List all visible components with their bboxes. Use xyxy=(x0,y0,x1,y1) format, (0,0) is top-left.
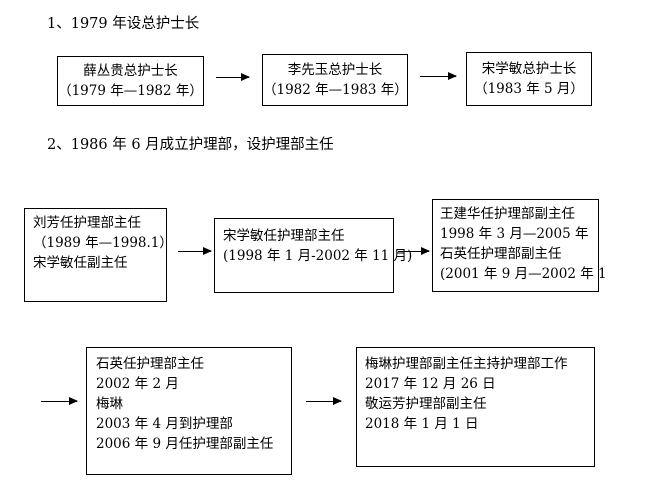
flow-box-shi-ying: 石英任护理部主任 2002 年 2 月 梅琳 2003 年 4 月到护理部 20… xyxy=(86,347,292,475)
box-line: （1979 年—1982 年） xyxy=(58,83,203,99)
section1-heading: 1、1979 年设总护士长 xyxy=(47,16,200,32)
box-line: (2001 年 9 月—2002 年 1 xyxy=(440,266,607,282)
box-line: 宋学敏总护士长 xyxy=(481,61,577,77)
section2-heading: 2、1986 年 6 月成立护理部，设护理部主任 xyxy=(47,137,334,153)
box-line: （1982 年—1983 年） xyxy=(263,82,408,98)
box-line: 李先玉总护士长 xyxy=(287,62,383,78)
flow-box-liu-fang: 刘芳任护理部主任 （1989 年—1998.1） 宋学敏任副主任 xyxy=(24,208,173,302)
box-line: 石英任护理部主任 xyxy=(96,356,204,372)
flow-box-mei-lin: 梅琳护理部副主任主持护理部工作 2017 年 12 月 26 日 敬运芳护理部副… xyxy=(356,347,595,467)
flow-box-song-xuemin-director: 宋学敏任护理部主任 (1998 年 1 月-2002 年 11 月) xyxy=(214,218,413,293)
box-line: 2017 年 12 月 26 日 xyxy=(365,376,496,392)
box-line: 王建华任护理部副主任 xyxy=(440,206,575,222)
flow-arrow xyxy=(41,397,78,405)
box-line: 薛丛贵总护士长 xyxy=(83,63,178,79)
box-line: 梅琳 xyxy=(96,396,123,412)
box-line: 梅琳护理部副主任主持护理部工作 xyxy=(365,356,568,372)
flow-box-song-xuemin: 宋学敏总护士长 （1983 年 5 月） xyxy=(466,52,592,106)
box-line: 宋学敏任护理部主任 xyxy=(223,228,345,244)
box-line: 敬运芳护理部副主任 xyxy=(365,396,487,412)
flow-arrow xyxy=(306,397,342,405)
flow-box-li-xianyu: 李先玉总护士长 （1982 年—1983 年） xyxy=(262,54,408,106)
box-line: 2006 年 9 月任护理部副主任 xyxy=(96,436,274,452)
box-line: 宋学敏任副主任 xyxy=(33,255,128,271)
box-line: 石英任护理部副主任 xyxy=(440,246,562,262)
flow-arrow xyxy=(398,247,430,255)
flow-arrow xyxy=(216,73,250,81)
box-line: 1998 年 3 月—2005 年 xyxy=(440,226,589,242)
box-line: 2003 年 4 月到护理部 xyxy=(96,416,233,432)
box-line: 刘芳任护理部主任 xyxy=(33,215,141,231)
box-line: （1983 年 5 月） xyxy=(474,81,584,97)
flow-arrow xyxy=(178,247,212,255)
box-line: （1989 年—1998.1） xyxy=(33,235,173,251)
flow-box-xue-conggui: 薛丛贵总护士长 （1979 年—1982 年） xyxy=(57,56,204,106)
box-line: 2002 年 2 月 xyxy=(96,376,179,392)
flow-arrow xyxy=(420,72,457,80)
box-line: 2018 年 1 月 1 日 xyxy=(365,416,479,432)
box-line: (1998 年 1 月-2002 年 11 月) xyxy=(223,248,413,264)
flow-box-wang-jianhua: 王建华任护理部副主任 1998 年 3 月—2005 年 石英任护理部副主任 (… xyxy=(432,199,607,292)
